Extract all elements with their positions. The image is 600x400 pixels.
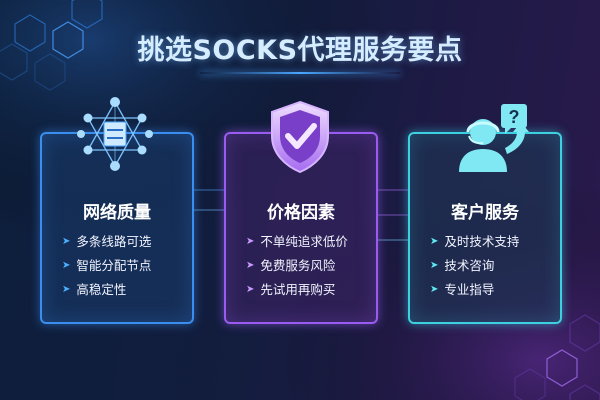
chevron-right-icon: ➤ [246, 260, 255, 271]
chevron-right-icon: ➤ [430, 284, 439, 295]
card-title: 客户服务 [451, 203, 519, 223]
hexagon-pattern-bottom-right [514, 314, 600, 400]
network-nodes-icon [77, 97, 153, 171]
page-title: 挑选SOCKS代理服务要点 [137, 35, 463, 66]
chevron-right-icon: ➤ [62, 284, 71, 295]
chevron-right-icon: ➤ [430, 236, 439, 247]
chevron-right-icon: ➤ [246, 236, 255, 247]
title-underline-glow [200, 72, 400, 74]
chevron-right-icon: ➤ [62, 236, 71, 247]
feature-list: ➤多条线路可选 ➤智能分配节点 ➤高稳定性 [62, 230, 151, 302]
chevron-right-icon: ➤ [62, 260, 71, 271]
feature-list: ➤不单纯追求低价 ➤免费服务风险 ➤先试用再购买 [246, 230, 348, 302]
customer-support-icon: ? [459, 104, 529, 172]
list-item: ➤不单纯追求低价 [246, 230, 348, 254]
chevron-right-icon: ➤ [430, 260, 439, 271]
list-item: ➤多条线路可选 [62, 230, 151, 254]
list-item: ➤专业指导 [430, 278, 519, 302]
list-item: ➤智能分配节点 [62, 254, 151, 278]
circuit-lines [192, 189, 408, 241]
shield-check-icon [271, 100, 329, 174]
list-item: ➤技术咨询 [430, 254, 519, 278]
chevron-right-icon: ➤ [246, 284, 255, 295]
list-item: ➤及时技术支持 [430, 230, 519, 254]
card-title: 网络质量 [83, 203, 151, 223]
list-item: ➤免费服务风险 [246, 254, 348, 278]
card-title: 价格因素 [267, 203, 335, 223]
list-item: ➤先试用再购买 [246, 278, 348, 302]
hexagon-pattern-top-left [0, 0, 103, 91]
feature-list: ➤及时技术支持 ➤技术咨询 ➤专业指导 [430, 230, 519, 302]
svg-text:?: ? [509, 107, 520, 127]
list-item: ➤高稳定性 [62, 278, 151, 302]
